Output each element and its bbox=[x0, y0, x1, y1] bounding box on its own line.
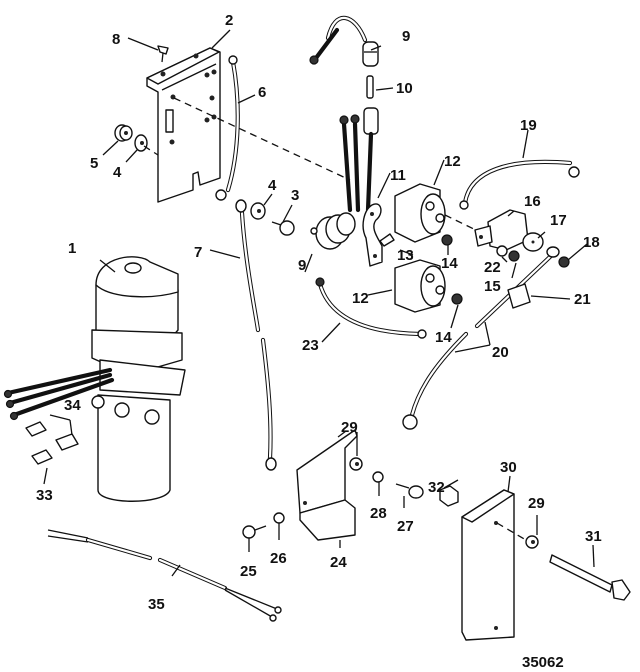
nut-part-14b bbox=[451, 293, 463, 305]
callout-14b: 14 bbox=[435, 329, 452, 346]
mounting-block-part-30 bbox=[461, 489, 515, 641]
washer-part-28 bbox=[372, 471, 384, 483]
callout-29b: 29 bbox=[528, 495, 545, 512]
solenoid-part-12b bbox=[394, 259, 446, 313]
washer-part-26 bbox=[273, 512, 285, 524]
callout-13: 13 bbox=[397, 247, 414, 264]
callout-9b: 9 bbox=[298, 257, 306, 274]
screw-part-25 bbox=[242, 525, 267, 539]
callout-35: 35 bbox=[148, 596, 165, 613]
assembly-line bbox=[173, 97, 351, 181]
assembly-line bbox=[496, 522, 527, 541]
fitting-part-34 bbox=[25, 421, 79, 451]
fuse-holder-lower bbox=[339, 107, 379, 213]
callout-10: 10 bbox=[396, 80, 413, 97]
callout-32: 32 bbox=[428, 479, 445, 496]
figure-number: 35062 bbox=[522, 654, 564, 671]
washer-part-29a bbox=[349, 457, 363, 471]
callout-24: 24 bbox=[330, 554, 347, 571]
callout-28: 28 bbox=[370, 505, 387, 522]
callout-22: 22 bbox=[484, 259, 501, 276]
mounting-bracket-part bbox=[146, 47, 221, 203]
callout-19: 19 bbox=[520, 117, 537, 134]
screw-part-13 bbox=[379, 233, 395, 247]
screw-part-27 bbox=[395, 483, 424, 499]
washer-part-4b bbox=[250, 202, 266, 220]
ground-cable-part-7 bbox=[235, 199, 277, 471]
callout-21: 21 bbox=[574, 291, 591, 308]
bolt-part-31 bbox=[549, 554, 631, 601]
assembly-line bbox=[444, 214, 481, 233]
callout-23: 23 bbox=[302, 337, 319, 354]
callout-17: 17 bbox=[550, 212, 567, 229]
washer-part-29b bbox=[525, 535, 539, 549]
nut-part-18 bbox=[558, 256, 570, 268]
boot-part-21 bbox=[507, 283, 531, 309]
callout-15: 15 bbox=[484, 278, 501, 295]
leader-lines bbox=[43, 29, 595, 577]
callout-3: 3 bbox=[291, 187, 299, 204]
callout-labels: 2 8 6 5 4 4 3 7 9 9 10 11 12 19 16 17 18… bbox=[36, 12, 602, 671]
assembly-line bbox=[143, 145, 159, 156]
callout-31: 31 bbox=[585, 528, 602, 545]
callout-34: 34 bbox=[64, 397, 81, 414]
callout-6: 6 bbox=[258, 84, 266, 101]
screw-part-3 bbox=[271, 220, 295, 236]
callout-7: 7 bbox=[194, 244, 202, 261]
callout-29a: 29 bbox=[341, 419, 358, 436]
callout-1: 1 bbox=[68, 240, 76, 257]
callout-20: 20 bbox=[492, 344, 509, 361]
harness-part-35 bbox=[47, 529, 282, 622]
callout-12b: 12 bbox=[352, 290, 369, 307]
nut-part-15 bbox=[508, 250, 520, 262]
trim-pump-motor-part-1 bbox=[3, 256, 186, 502]
callout-18: 18 bbox=[583, 234, 600, 251]
fitting-part-33 bbox=[31, 449, 53, 465]
callout-26: 26 bbox=[270, 550, 287, 567]
callout-11: 11 bbox=[390, 167, 406, 184]
nut-part-14a bbox=[441, 234, 453, 246]
callout-5: 5 bbox=[90, 155, 98, 172]
nut-part-32 bbox=[439, 485, 459, 507]
callout-14a: 14 bbox=[441, 255, 458, 272]
callout-25: 25 bbox=[240, 563, 257, 580]
washer-part-4a bbox=[134, 134, 148, 152]
screw-part-8 bbox=[157, 45, 169, 63]
spacer-part-5 bbox=[114, 124, 133, 142]
callout-16: 16 bbox=[524, 193, 541, 210]
callout-9a: 9 bbox=[402, 28, 410, 45]
callout-4a: 4 bbox=[113, 164, 122, 181]
connector-plug-part-9 bbox=[310, 212, 356, 250]
fuse-part-10 bbox=[366, 75, 374, 99]
circuit-breaker-part-16 bbox=[474, 209, 529, 251]
ground-cable-part-6 bbox=[215, 55, 240, 201]
callout-8: 8 bbox=[112, 31, 120, 48]
solenoid-part-12a bbox=[394, 183, 446, 243]
cable-part-19 bbox=[459, 159, 580, 210]
callout-2: 2 bbox=[225, 12, 233, 29]
callout-4b: 4 bbox=[268, 177, 277, 194]
lockwasher-part-22 bbox=[496, 245, 508, 257]
callout-12a: 12 bbox=[444, 153, 461, 170]
callout-33: 33 bbox=[36, 487, 53, 504]
solenoid-bracket-part-11 bbox=[362, 203, 383, 267]
bracket-part-24 bbox=[296, 429, 358, 541]
callout-27: 27 bbox=[397, 518, 414, 535]
callout-30: 30 bbox=[500, 459, 517, 476]
cable-part-23 bbox=[315, 277, 427, 339]
fuse-holder-part-9 bbox=[309, 15, 379, 67]
